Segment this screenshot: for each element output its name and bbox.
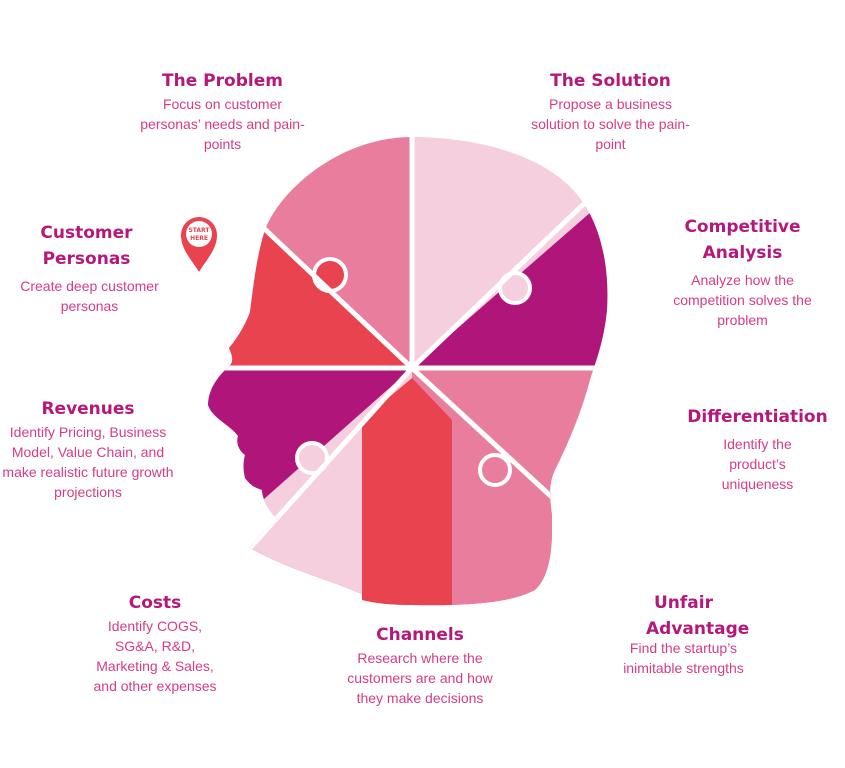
problem-title: The Problem [162, 71, 283, 91]
label-unfair: Unfair Advantage Find the startup’s inim… [606, 590, 761, 678]
pin-line-1: START [188, 227, 210, 234]
label-channels: Channels Research where the customers ar… [340, 622, 500, 708]
map-pin-icon: START HERE [181, 217, 217, 272]
puzzle-tab [297, 443, 327, 473]
separator [253, 218, 414, 370]
channels-desc: Research where the customers are and how… [347, 650, 493, 706]
puzzle-tab-outline [295, 441, 329, 475]
puzzle-tab [480, 455, 510, 485]
puzzle-tab-outline [498, 271, 532, 305]
piece-channels [362, 378, 452, 606]
label-revenues: Revenues Identify Pricing, Business Mode… [2, 396, 174, 502]
puzzle-tab-outline [312, 257, 348, 293]
revenues-desc: Identify Pricing, Business Model, Value … [2, 424, 174, 500]
separator [248, 366, 414, 550]
differentiation-desc: Identify the product’s uniqueness [721, 436, 794, 492]
unfair-title: Unfair Advantage [646, 593, 750, 639]
label-costs: Costs Identify COGS, SG&A, R&D, Marketin… [85, 590, 225, 696]
solution-title: The Solution [550, 71, 671, 91]
label-personas: Customer Personas Create deep customer p… [14, 220, 159, 316]
competitive-desc: Analyze how the competition solves the p… [673, 272, 812, 328]
label-problem: The Problem Focus on customer personas’ … [140, 68, 305, 154]
differentiation-title: Differentiation [687, 407, 828, 427]
puzzle-tab-outline [478, 453, 512, 487]
revenues-title: Revenues [41, 399, 135, 419]
problem-desc: Focus on customer personas’ needs and pa… [140, 96, 305, 152]
pin-line-2: HERE [190, 235, 208, 242]
label-differentiation: Differentiation Identify the product’s u… [680, 404, 835, 494]
channels-title: Channels [376, 625, 464, 645]
costs-title: Costs [128, 593, 182, 613]
unfair-desc: Find the startup’s inimitable strengths [623, 640, 744, 676]
puzzle-tab [500, 273, 530, 303]
separator [410, 366, 557, 502]
label-competitive: Competitive Analysis Analyze how the com… [665, 214, 820, 330]
personas-title: Customer Personas [40, 223, 133, 269]
competitive-title: Competitive Analysis [684, 217, 801, 263]
solution-desc: Propose a business solution to solve the… [531, 96, 690, 152]
costs-desc: Identify COGS, SG&A, R&D, Marketing & Sa… [93, 618, 217, 694]
label-solution: The Solution Propose a business solution… [528, 68, 693, 154]
personas-desc: Create deep customer personas [20, 278, 159, 314]
